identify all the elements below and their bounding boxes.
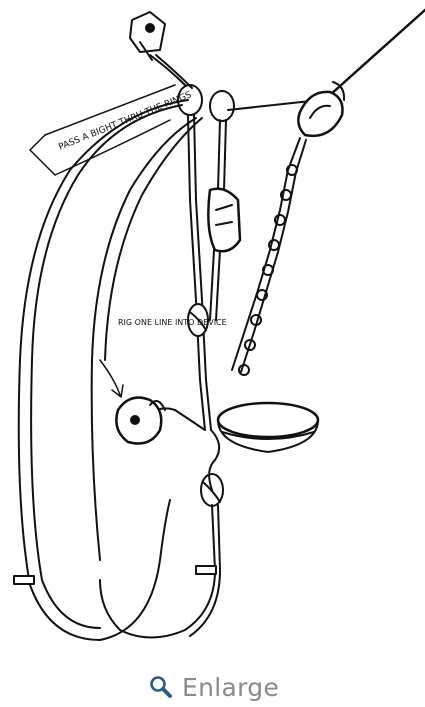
- anchor-bolt-hanger: [130, 12, 165, 60]
- annotation-pass-bight: PASS A BIGHT THRU THE RINGS: [57, 90, 193, 153]
- enlarge-label: Enlarge: [182, 673, 279, 702]
- rigging-illustration: PASS A BIGHT THRU THE RINGS RIG ONE LINE…: [0, 0, 425, 650]
- magnifier-icon: [148, 674, 174, 700]
- belay-device: [116, 398, 165, 444]
- enlarge-link[interactable]: Enlarge: [148, 670, 279, 704]
- rope-bag: [218, 403, 318, 452]
- ring-right: [210, 91, 234, 121]
- annotation-rig-line: RIG ONE LINE INTO DEVICE: [118, 318, 227, 327]
- daisy-chain: [232, 138, 306, 375]
